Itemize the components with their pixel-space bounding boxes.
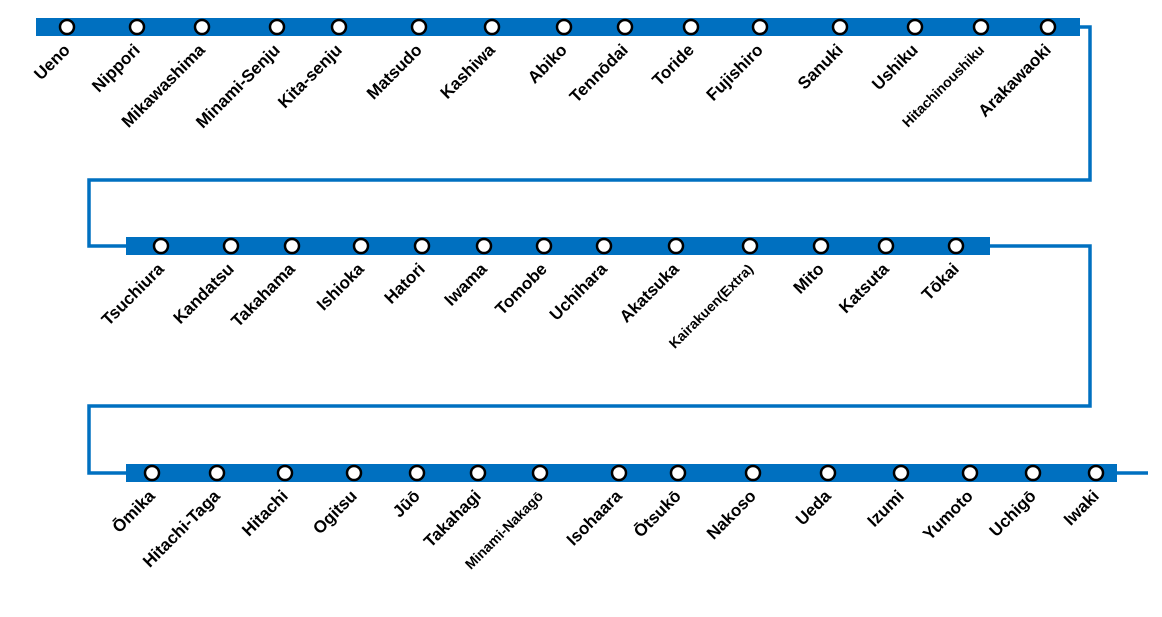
station-dot xyxy=(947,237,965,255)
station-label: Ōtsukō xyxy=(630,486,685,541)
station-dot xyxy=(330,18,348,36)
station-label: Matsudo xyxy=(363,40,426,103)
station-label: Isohaara xyxy=(563,486,626,549)
station-dot xyxy=(143,464,161,482)
station-label: Sanuki xyxy=(794,40,847,93)
station-label: Izumi xyxy=(864,486,908,530)
station-dot xyxy=(413,237,431,255)
station-label: Kita-senju xyxy=(274,40,346,112)
station-label: Takahama xyxy=(227,259,299,331)
station-dot xyxy=(812,237,830,255)
station-label: Ueda xyxy=(792,486,835,529)
station-dots xyxy=(58,18,1105,482)
line-bar-row-2 xyxy=(126,237,990,255)
station-label: Nakoso xyxy=(703,486,760,543)
station-label: Iwama xyxy=(441,259,492,310)
station-label: Mito xyxy=(790,259,828,297)
station-dot xyxy=(667,237,685,255)
station-label: Tennōdai xyxy=(566,40,632,106)
station-dot xyxy=(408,464,426,482)
station-dot xyxy=(531,464,549,482)
station-dot xyxy=(535,237,553,255)
station-label: Kashiwa xyxy=(437,40,500,103)
station-label: Yumoto xyxy=(919,486,977,544)
station-label: Tsuchiura xyxy=(98,259,168,329)
station-dot xyxy=(193,18,211,36)
station-dot xyxy=(128,18,146,36)
station-label: Tomobe xyxy=(492,259,551,318)
station-label: Akatsuka xyxy=(616,259,683,326)
station-dot xyxy=(283,237,301,255)
station-label: Uchigō xyxy=(986,486,1040,540)
connector-row2-row3 xyxy=(87,244,1092,475)
station-dot xyxy=(410,18,428,36)
station-label: Abiko xyxy=(524,40,571,87)
station-dot xyxy=(483,18,501,36)
station-label: Hitachi xyxy=(238,486,292,540)
station-label: Takahagi xyxy=(420,486,485,551)
station-label: Hatori xyxy=(381,259,429,307)
station-dot xyxy=(555,18,573,36)
station-dot xyxy=(268,18,286,36)
station-dot xyxy=(1087,464,1105,482)
station-dot xyxy=(345,464,363,482)
line-connectors xyxy=(87,25,1148,475)
station-label: Toride xyxy=(649,40,698,89)
station-dot xyxy=(58,18,76,36)
station-label: Katsuta xyxy=(835,259,893,317)
station-dot xyxy=(616,18,634,36)
station-label: Jūō xyxy=(389,486,424,521)
station-dot xyxy=(276,464,294,482)
station-dot xyxy=(906,18,924,36)
station-dot xyxy=(819,464,837,482)
station-dot xyxy=(892,464,910,482)
station-label: Tōkai xyxy=(918,259,963,304)
station-dot xyxy=(744,464,762,482)
station-label: Ōmika xyxy=(109,486,160,537)
station-dot xyxy=(208,464,226,482)
station-dot xyxy=(152,237,170,255)
station-dot xyxy=(831,18,849,36)
station-dot xyxy=(741,237,759,255)
station-label: Iwaki xyxy=(1060,486,1103,529)
station-label: Ogitsu xyxy=(309,486,361,538)
station-label: Ishioka xyxy=(313,259,368,314)
station-dot xyxy=(475,237,493,255)
station-dot xyxy=(469,464,487,482)
station-dot xyxy=(1039,18,1057,36)
station-dot xyxy=(877,237,895,255)
station-dot xyxy=(595,237,613,255)
station-label: Ueno xyxy=(30,40,73,83)
station-dot xyxy=(961,464,979,482)
station-label: Uchihara xyxy=(546,259,611,324)
station-dot xyxy=(669,464,687,482)
station-label: Nippori xyxy=(88,40,144,96)
station-dot xyxy=(1024,464,1042,482)
station-label: Arakawaoki xyxy=(975,40,1055,120)
connector-row1-row2 xyxy=(87,25,1092,248)
station-label: Fujishiro xyxy=(703,40,767,104)
station-dot xyxy=(222,237,240,255)
station-dot xyxy=(751,18,769,36)
station-dot xyxy=(352,237,370,255)
station-label: Ushiku xyxy=(868,40,922,94)
station-dot xyxy=(972,18,990,36)
station-dot xyxy=(610,464,628,482)
station-dot xyxy=(682,18,700,36)
